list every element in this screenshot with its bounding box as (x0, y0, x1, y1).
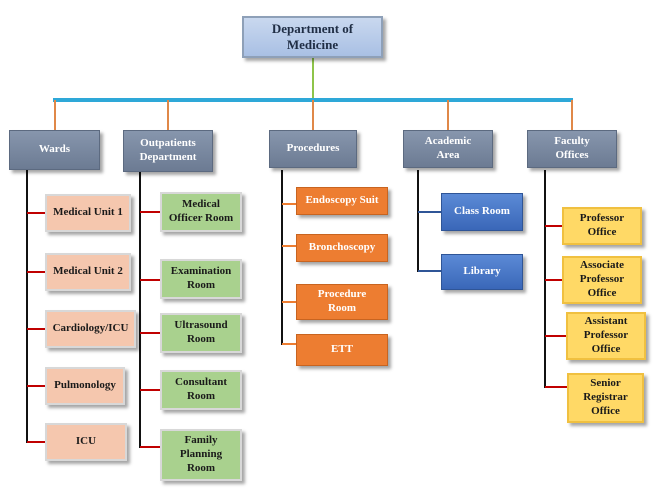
dept-header-procedures: Procedures (269, 130, 357, 168)
faculty-item: Professor Office (562, 207, 642, 245)
procedure-item: ETT (296, 334, 388, 366)
ward-item: Medical Unit 1 (45, 194, 131, 232)
opd-item: Examination Room (160, 259, 242, 299)
root-box: Department of Medicine (242, 16, 383, 58)
procedure-item: Endoscopy Suit (296, 187, 388, 215)
dept-header-opd: Outpatients Department (123, 130, 213, 172)
procedure-item: Bronchoscopy (296, 234, 388, 262)
opd-item: Consultant Room (160, 370, 242, 410)
academic-item: Class Room (441, 193, 523, 231)
dept-header-academic: Academic Area (403, 130, 493, 168)
faculty-item: Senior Registrar Office (567, 373, 644, 423)
dept-header-faculty: Faculty Offices (527, 130, 617, 168)
dept-header-wards: Wards (9, 130, 100, 170)
opd-item: Ultrasound Room (160, 313, 242, 353)
ward-item: Pulmonology (45, 367, 125, 405)
faculty-item: Assistant Professor Office (566, 312, 646, 360)
opd-item: Medical Officer Room (160, 192, 242, 232)
procedure-item: Procedure Room (296, 284, 388, 320)
ward-item: Medical Unit 2 (45, 253, 131, 291)
opd-item: Family Planning Room (160, 429, 242, 481)
ward-item: Cardiology/ICU (45, 310, 136, 348)
faculty-item: Associate Professor Office (562, 256, 642, 304)
academic-item: Library (441, 254, 523, 290)
ward-item: ICU (45, 423, 127, 461)
